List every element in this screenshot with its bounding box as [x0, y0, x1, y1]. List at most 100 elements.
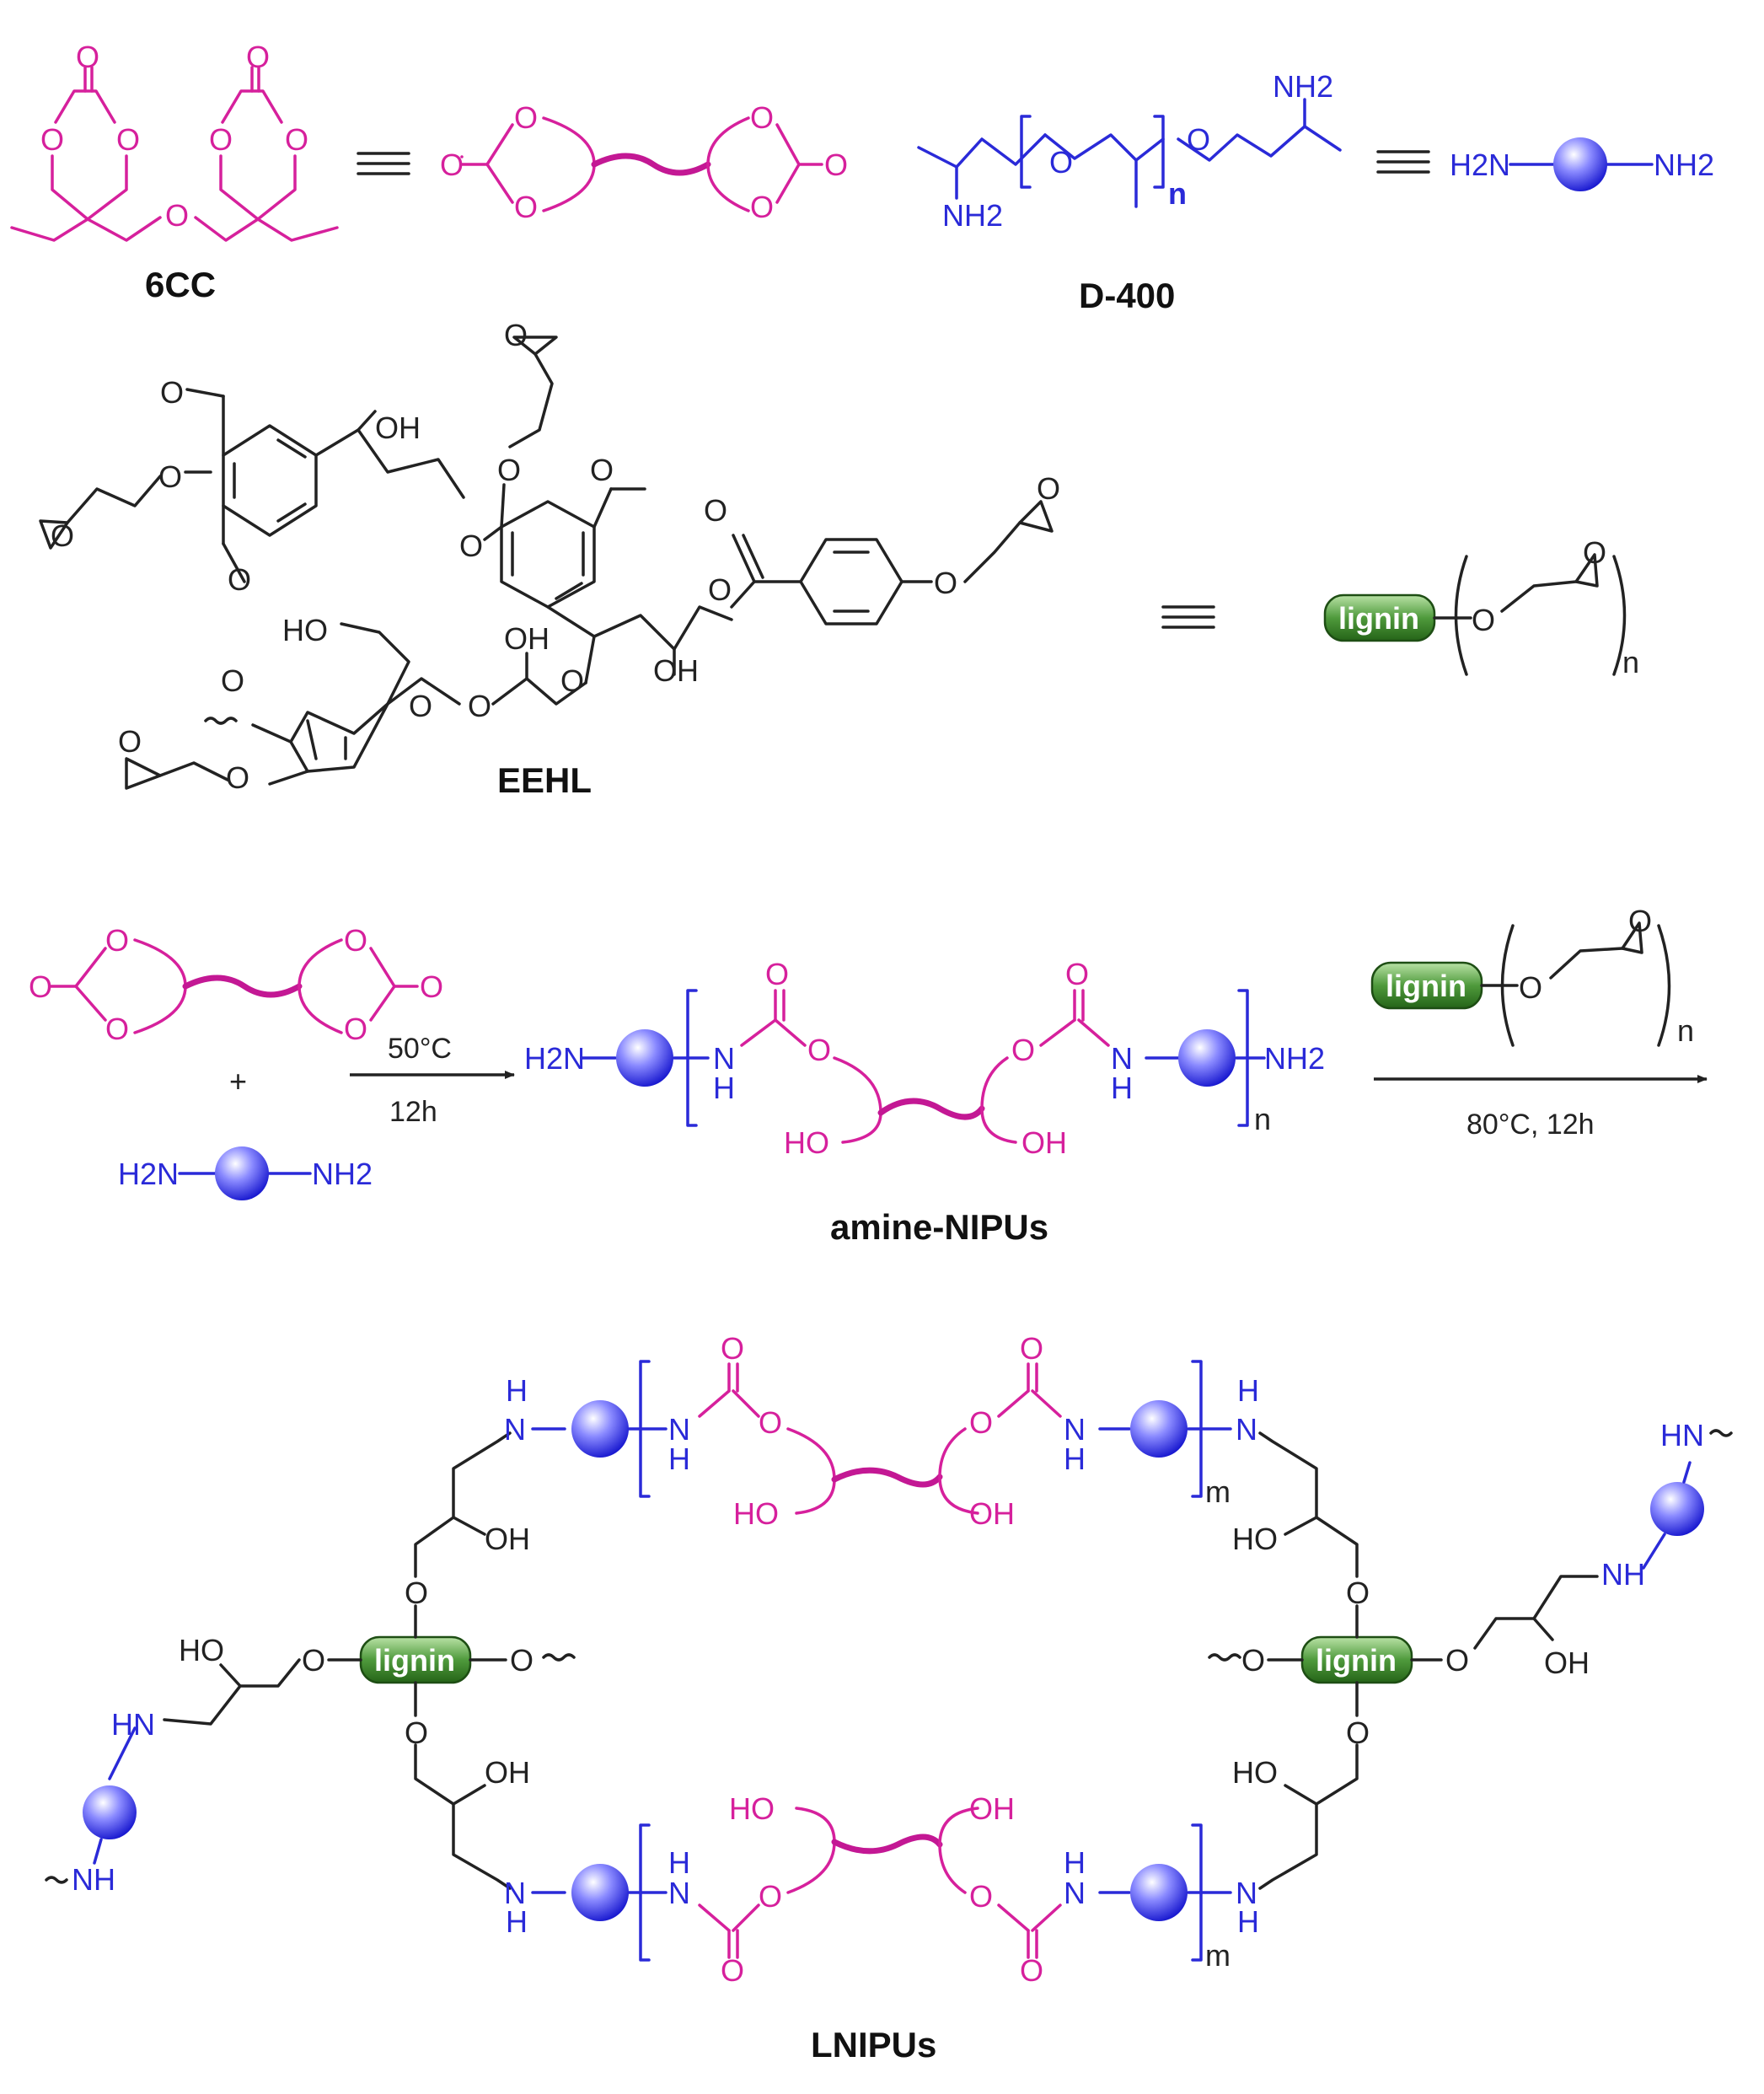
atom-oh: OH — [485, 1755, 530, 1790]
atom-h: H — [668, 1442, 690, 1476]
atom-o: O — [504, 318, 528, 352]
atom-nh2: NH2 — [1273, 69, 1333, 104]
atom-o: O — [459, 529, 483, 563]
atom-o: O — [409, 689, 432, 723]
atom-o: O — [750, 190, 774, 224]
atom-o: O — [226, 760, 249, 795]
label-lnipus: LNIPUs — [811, 2025, 936, 2064]
atom-o: O — [118, 724, 142, 759]
repeat-n: n — [1168, 176, 1187, 211]
atom-nh2: NH2 — [942, 198, 1003, 233]
reactant-d400-schematic — [178, 1146, 312, 1200]
atom-o: O — [160, 375, 184, 410]
atom-o: O — [1519, 970, 1542, 1005]
atom-h: H — [1064, 1442, 1086, 1476]
atom-h: H — [1111, 1071, 1133, 1105]
atom-o: O — [116, 122, 140, 157]
atom-h: H — [1237, 1373, 1259, 1408]
atom-n: N — [504, 1876, 526, 1910]
schematic-6cc — [460, 116, 823, 212]
atom-o: O — [1037, 471, 1060, 506]
atom-ho: HO — [1232, 1755, 1278, 1790]
atom-ho: HO — [784, 1125, 829, 1160]
repeat-m: m — [1205, 1474, 1231, 1509]
compound-d400-structure — [917, 98, 1342, 208]
atom-o: O — [40, 122, 64, 157]
amine-ball-icon — [1130, 1400, 1188, 1458]
atom-o: O — [759, 1405, 782, 1440]
atom-o: O — [420, 969, 443, 1004]
label-amine-nipus: amine-NIPUs — [830, 1207, 1048, 1247]
amine-ball-icon — [1178, 1029, 1236, 1087]
atom-o: O — [228, 562, 251, 597]
atom-o: O — [708, 572, 732, 607]
label-eehl: EEHL — [497, 760, 592, 800]
atom-o: O — [246, 40, 270, 74]
atom-o: O — [721, 1953, 744, 1988]
atom-o: O — [807, 1033, 831, 1067]
amine-ball-icon — [616, 1029, 673, 1087]
atom-o: O — [302, 1643, 325, 1678]
atom-n: N — [1111, 1041, 1133, 1076]
amine-ball-icon — [571, 1864, 629, 1921]
atom-h: H — [1237, 1904, 1259, 1939]
atom-ho: HO — [733, 1496, 779, 1531]
atom-o: O — [1628, 904, 1652, 938]
atom-h: H — [506, 1373, 528, 1408]
lignin-label: lignin — [374, 1643, 455, 1678]
atom-o: O — [29, 969, 52, 1004]
atom-o: O — [285, 122, 308, 157]
atom-ho: HO — [179, 1633, 224, 1667]
atom-o: O — [158, 459, 182, 494]
atom-oh: OH — [485, 1522, 530, 1556]
atom-o: O — [165, 198, 189, 233]
atom-o: O — [105, 923, 129, 958]
atom-o: O — [51, 518, 74, 553]
atom-h2n: H2N — [524, 1041, 585, 1076]
atom-o: O — [1346, 1715, 1370, 1750]
lignin-label: lignin — [1338, 601, 1419, 636]
repeat-n: n — [1677, 1013, 1694, 1048]
atom-o: O — [497, 453, 521, 487]
atom-n: N — [713, 1041, 735, 1076]
plus-sign: + — [229, 1064, 247, 1098]
atom-ho: HO — [729, 1791, 775, 1826]
atom-oh: OH — [969, 1791, 1015, 1826]
atom-o: O — [1583, 535, 1606, 570]
reagent-eehl-schematic — [1370, 921, 1671, 1047]
atom-o: O — [824, 148, 848, 182]
atom-o: O — [344, 923, 367, 958]
atom-hn: HN — [1660, 1418, 1704, 1452]
atom-n: N — [504, 1412, 526, 1447]
atom-o: O — [1011, 1033, 1035, 1067]
atom-h2n: H2N — [1450, 148, 1510, 182]
atom-nh2: NH2 — [312, 1157, 373, 1191]
atom-o: O — [721, 1331, 744, 1366]
atom-oh: OH — [1544, 1646, 1590, 1680]
label-6cc: 6CC — [145, 265, 216, 304]
atom-o: O — [209, 122, 233, 157]
amine-ball-icon — [215, 1146, 269, 1200]
atom-o: O — [759, 1879, 782, 1914]
atom-oh: OH — [1021, 1125, 1067, 1160]
atom-o: O — [1472, 603, 1495, 637]
atom-oh: OH — [969, 1496, 1015, 1531]
repeat-n: n — [1622, 645, 1639, 679]
amine-ball-icon — [1130, 1864, 1188, 1921]
atom-o: O — [1049, 145, 1073, 180]
atom-o: O — [560, 663, 584, 698]
atom-n: N — [1064, 1412, 1086, 1447]
atom-nh2: NH2 — [1264, 1041, 1325, 1076]
schematic-eehl — [1323, 553, 1627, 676]
schematic-d400 — [1509, 137, 1654, 191]
atom-o: O — [1187, 122, 1210, 157]
atom-n: N — [668, 1412, 690, 1447]
compound-6cc-structure — [10, 66, 339, 242]
atom-o: O — [344, 1012, 367, 1046]
amine-ball-icon — [1553, 137, 1607, 191]
atom-nh: NH — [72, 1862, 115, 1897]
atom-o: O — [1346, 1576, 1370, 1610]
atom-o: O — [105, 1012, 129, 1046]
atom-o: O — [1241, 1643, 1265, 1678]
